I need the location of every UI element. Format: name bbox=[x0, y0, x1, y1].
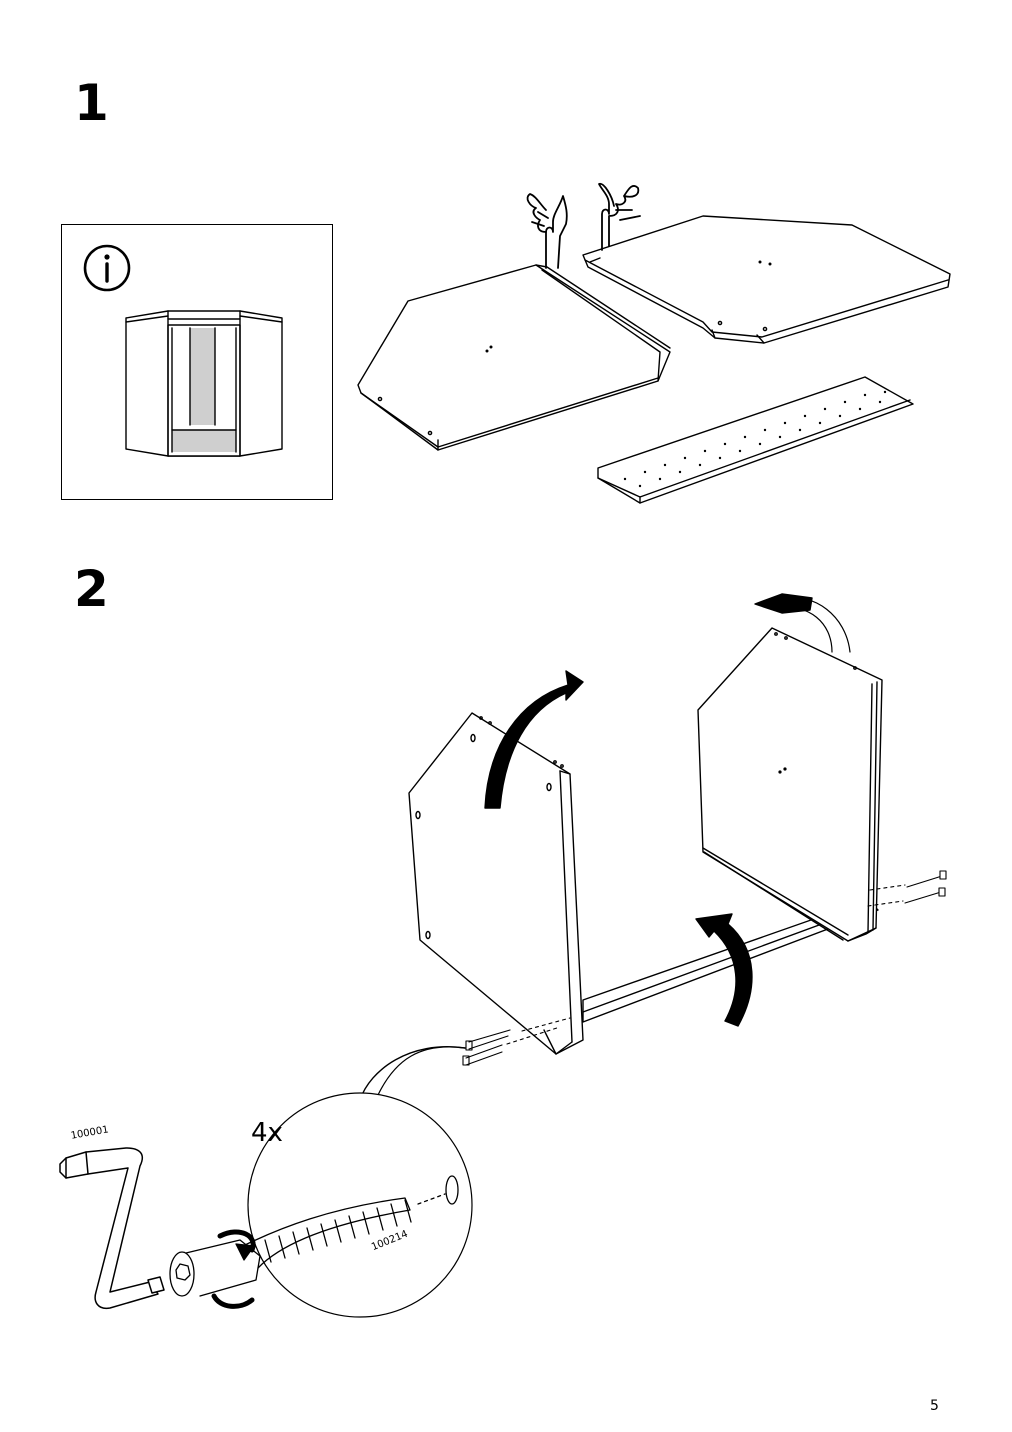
page-number: 5 bbox=[930, 1398, 939, 1414]
step-1-number: 1 bbox=[74, 74, 109, 132]
right-side-panel bbox=[697, 627, 883, 942]
info-icon bbox=[83, 244, 131, 292]
left-corner-panel bbox=[357, 264, 671, 451]
quantity-label: 4x bbox=[251, 1118, 283, 1148]
right-corner-panel bbox=[582, 215, 951, 344]
step-2-number: 2 bbox=[74, 560, 109, 618]
screw-icon bbox=[462, 870, 947, 1066]
hand-pointer-icon bbox=[526, 193, 568, 269]
screw-detail-icon bbox=[169, 1175, 459, 1309]
corner-cabinet-illustration bbox=[125, 310, 283, 457]
hand-pointer-icon bbox=[598, 183, 641, 251]
allen-key-icon bbox=[59, 1147, 165, 1310]
rotate-arrow-icon bbox=[695, 913, 753, 1027]
detail-callout bbox=[247, 1046, 473, 1318]
flip-arrow-icon bbox=[754, 593, 851, 653]
rail-panel bbox=[597, 376, 914, 504]
rotate-arrow-icon bbox=[484, 670, 584, 809]
left-side-panel bbox=[408, 712, 584, 1055]
